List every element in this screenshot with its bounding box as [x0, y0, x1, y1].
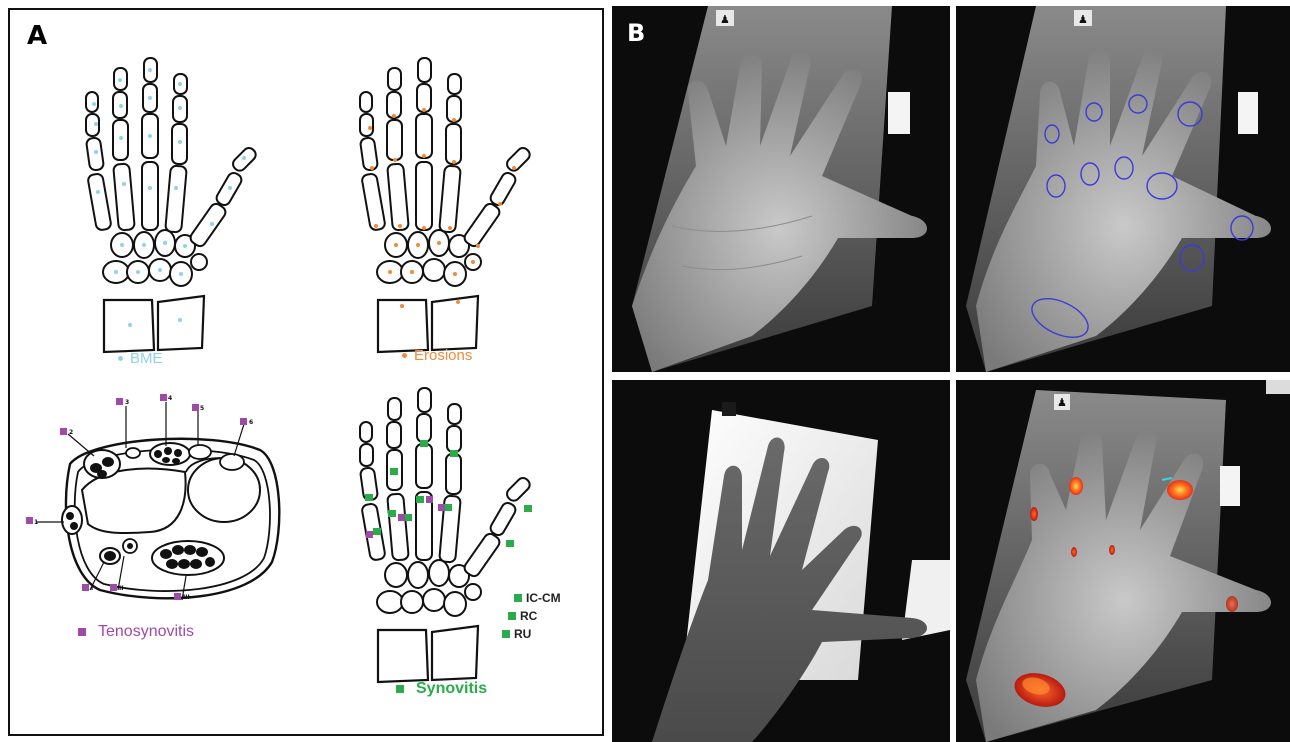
photo-hand-plain: ♟ — [612, 6, 950, 372]
tendon-label-1: 1 — [34, 519, 38, 526]
ic-cm-marker — [514, 594, 522, 602]
bme-hand — [86, 58, 258, 352]
synovitis-hand: IC-CM RC RU — [360, 388, 561, 682]
rc-marker — [508, 612, 516, 620]
synovitis-square-icon — [396, 685, 404, 693]
bme-dot-icon — [118, 356, 123, 361]
svg-text:♟: ♟ — [720, 14, 730, 26]
tendon-label-3: 3 — [125, 399, 129, 406]
erosions-hand — [360, 58, 532, 352]
legend-synovitis-text: Synovitis — [416, 680, 487, 698]
wrist-cross-section: 1 2 3 4 5 6 I II III — [26, 394, 279, 601]
svg-text:♟: ♟ — [1078, 14, 1088, 26]
rc-label: RC — [520, 609, 538, 623]
tendon-label-6: 6 — [249, 419, 253, 426]
tendon-label-III: III — [183, 594, 190, 601]
photo-hand-heatmap: ♟ — [956, 380, 1290, 742]
tendon-label-5: 5 — [200, 405, 204, 412]
panel-a: A — [8, 8, 604, 736]
tendon-label-II: II — [119, 585, 123, 592]
erosion-dot-icon — [402, 353, 407, 358]
ru-label: RU — [514, 627, 531, 641]
legend-synovitis: Synovitis — [396, 680, 487, 698]
ic-cm-label: IC-CM — [526, 591, 561, 605]
legend-bme: BME — [118, 350, 163, 367]
tendon-label-4: 4 — [168, 395, 172, 402]
legend-bme-text: BME — [130, 350, 163, 367]
photo-hand-backlit — [612, 380, 950, 742]
legend-tenosynovitis-text: Tenosynovitis — [98, 623, 194, 641]
photo-hand-roi: ♟ — [956, 6, 1290, 372]
legend-tenosynovitis: Tenosynovitis — [78, 623, 194, 641]
svg-text:♟: ♟ — [1057, 397, 1067, 409]
legend-erosions-text: Erosions — [414, 347, 472, 364]
tendon-label-I: I — [91, 585, 93, 592]
ru-marker — [502, 630, 510, 638]
panel-b-label: B — [627, 20, 645, 46]
tenosynovitis-square-icon — [78, 628, 86, 636]
tendon-label-2: 2 — [69, 429, 73, 436]
legend-erosions: Erosions — [402, 347, 472, 364]
